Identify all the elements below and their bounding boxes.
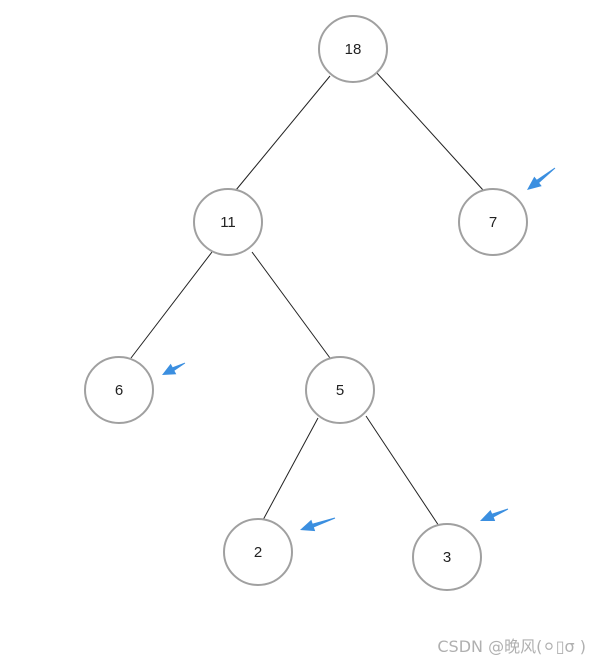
pointer-arrow-icon bbox=[162, 362, 186, 375]
pointer-arrow-icon bbox=[300, 517, 336, 532]
node-circle bbox=[458, 188, 528, 256]
tree-node-3: 3 bbox=[412, 523, 482, 591]
tree-node-11: 11 bbox=[193, 188, 263, 256]
arrows-layer bbox=[162, 167, 556, 532]
node-label: 18 bbox=[345, 41, 362, 58]
node-label: 2 bbox=[254, 544, 262, 561]
tree-node-7: 7 bbox=[458, 188, 528, 256]
node-circle bbox=[223, 518, 293, 586]
node-label: 7 bbox=[489, 214, 497, 231]
tree-node-2: 2 bbox=[223, 518, 293, 586]
node-label: 5 bbox=[336, 382, 344, 399]
edge-n18-n7 bbox=[375, 71, 484, 191]
edges-layer bbox=[130, 71, 484, 527]
edge-n5-n2 bbox=[262, 417, 319, 521]
node-circle bbox=[305, 356, 375, 424]
watermark-text: CSDN @晚风(⚪▯σ ) bbox=[437, 637, 586, 656]
node-label: 6 bbox=[115, 382, 123, 399]
nodes-layer: 18 11 7 6 5 2 3 bbox=[84, 15, 528, 591]
pointer-arrow-icon bbox=[480, 508, 509, 521]
tree-node-18: 18 bbox=[318, 15, 388, 83]
edge-n5-n3 bbox=[365, 415, 440, 527]
node-circle bbox=[318, 15, 388, 83]
node-circle bbox=[193, 188, 263, 256]
node-circle bbox=[412, 523, 482, 591]
node-label: 11 bbox=[220, 214, 236, 231]
tree-node-5: 5 bbox=[305, 356, 375, 424]
node-label: 3 bbox=[443, 549, 451, 566]
pointer-arrow-icon bbox=[527, 167, 556, 190]
node-circle bbox=[84, 356, 154, 424]
tree-node-6: 6 bbox=[84, 356, 154, 424]
edge-n18-n11 bbox=[235, 75, 331, 191]
edge-n11-n5 bbox=[251, 251, 331, 359]
edge-n11-n6 bbox=[130, 251, 213, 359]
